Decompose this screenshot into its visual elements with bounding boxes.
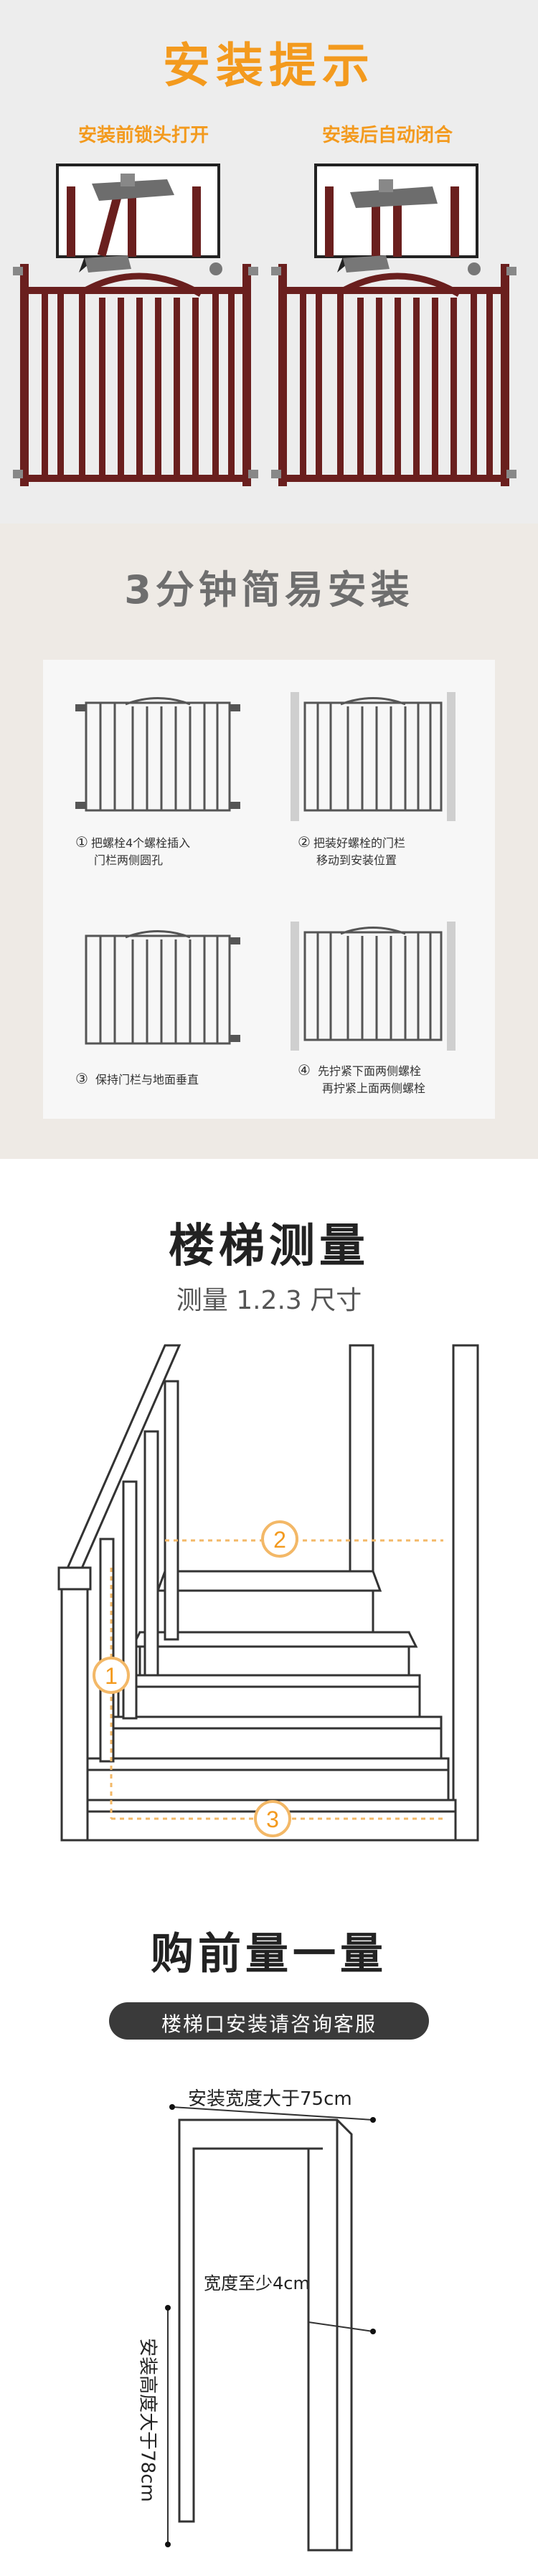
consult-service-text: 楼梯口安装请咨询客服 — [161, 2012, 377, 2036]
wall-depth-label: 宽度至少4cm — [204, 2273, 310, 2293]
gate-open-lock-illustration — [13, 164, 258, 486]
step4-line1: 先拧紧下面两侧螺栓 — [317, 1064, 421, 1078]
step3-gate-icon — [85, 930, 240, 1045]
measure-mark-2: 2 — [273, 1527, 286, 1553]
step2-number: ② — [298, 833, 311, 851]
measure-mark-1: 1 — [105, 1663, 118, 1689]
step2-gate-icon — [291, 692, 456, 821]
install-width-label: 安装宽度大于75cm — [188, 2088, 352, 2110]
step3-line1: 保持门栏与地面垂直 — [95, 1073, 199, 1086]
stair-measure-section: 楼梯测量 测量 1.2.3 尺寸 — [0, 1159, 538, 1876]
easy-install-section: 3分钟简易安装 — [0, 524, 538, 1159]
label-after-install: 安装后自动闭合 — [321, 125, 453, 146]
step4-number: ④ — [298, 1061, 311, 1079]
step4-line2: 再拧紧上面两侧螺栓 — [322, 1081, 426, 1095]
staircase-illustration: 2 1 3 — [57, 1344, 479, 1842]
doorway-illustration — [165, 2104, 376, 2552]
step1-line1: 把螺栓4个螺栓插入 — [90, 836, 191, 850]
step4-gate-icon — [291, 922, 456, 1051]
measure-before-buy-section: 购前量一量 楼梯口安装请咨询客服 安装宽度大于75cm 宽度至少4cm 安装高度… — [0, 1876, 538, 2576]
measure-mark-3: 3 — [266, 1806, 279, 1832]
step3-caption: ③ 保持门栏与地面垂直 — [75, 1070, 262, 1089]
stair-measure-subtitle: 测量 1.2.3 尺寸 — [176, 1286, 362, 1315]
gate-closed-lock-illustration — [271, 164, 516, 486]
measure-before-buy-title: 购前量一量 — [151, 1929, 387, 1979]
label-before-install: 安装前锁头打开 — [77, 125, 209, 146]
step4-caption: ④ 先拧紧下面两侧螺栓 再拧紧上面两侧螺栓 — [298, 1061, 484, 1097]
easy-install-title: 3分钟简易安装 — [124, 567, 414, 612]
stair-measure-title: 楼梯测量 — [169, 1220, 369, 1273]
step2-line2: 移动到安装位置 — [316, 853, 397, 867]
install-tips-title: 安装提示 — [163, 38, 375, 93]
install-tips-section: 安装提示 安装前锁头打开 安装后自动闭合 — [0, 0, 538, 524]
step1-number: ① — [75, 833, 88, 851]
step1-line2: 门栏两侧圆孔 — [94, 853, 164, 867]
step3-number: ③ — [75, 1070, 88, 1087]
step1-gate-icon — [75, 697, 240, 812]
consult-service-banner: 楼梯口安装请咨询客服 — [109, 2002, 429, 2040]
step2-line1: 把装好螺栓的门栏 — [313, 836, 405, 850]
